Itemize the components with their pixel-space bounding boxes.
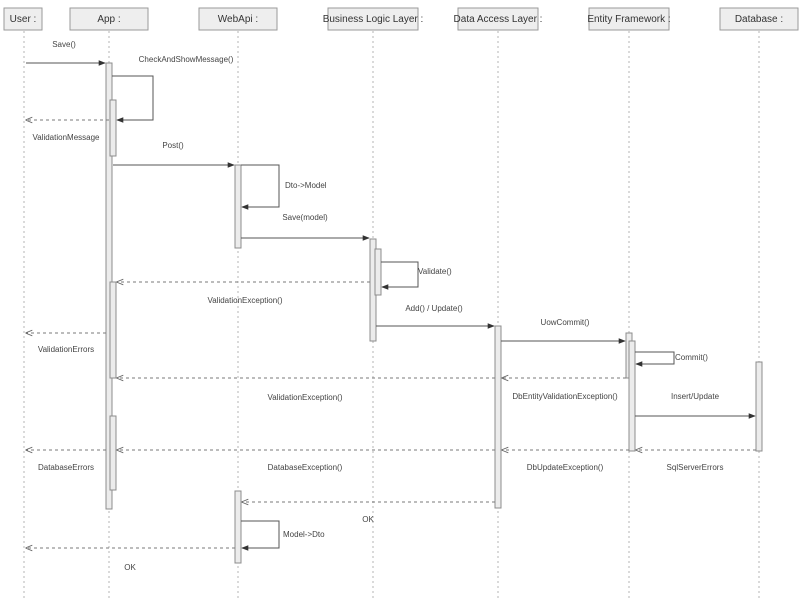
message-dtomodel-label: Dto->Model: [285, 181, 327, 190]
message-dbupdateexception-label: DbUpdateException(): [527, 463, 604, 472]
message-commit-label: Commit(): [675, 353, 708, 362]
activation-bll-validate: [374, 248, 382, 296]
message-commit-arrow: [635, 351, 675, 367]
message-databaseerrors-label: DatabaseErrors: [38, 463, 94, 472]
lifeline-header-ef: Entity Framework :: [587, 7, 671, 31]
message-check-label: CheckAndShowMessage(): [139, 55, 234, 64]
lifeline-headers: User : App : WebApi : Business Logic Lay…: [3, 7, 799, 31]
message-insertupdate-label: Insert/Update: [671, 392, 720, 401]
lifeline-label-webapi: WebApi :: [218, 14, 258, 25]
lifeline-label-ef: Entity Framework :: [587, 14, 670, 25]
message-ok-dal-label: OK: [362, 515, 374, 524]
message-ok-final-label: OK: [124, 563, 136, 572]
lifeline-label-db: Database :: [735, 14, 783, 25]
message-dbentityvalidation-label: DbEntityValidationException(): [512, 392, 618, 401]
message-post-label: Post(): [162, 141, 184, 150]
activation-bars: [105, 62, 763, 564]
message-modeldto-arrow: [241, 520, 280, 551]
message-save-label: Save(): [52, 40, 76, 49]
message-uowcommit-label: UowCommit(): [541, 318, 590, 327]
message-validationerrors-label: ValidationErrors: [38, 345, 94, 354]
activation-dal: [494, 325, 502, 509]
message-sqlservererrors-label: SqlServerErrors: [667, 463, 724, 472]
lifeline-label-app: App :: [97, 14, 120, 25]
message-validationexception2-label: ValidationException(): [267, 393, 342, 402]
lifeline-header-app: App :: [69, 7, 149, 31]
message-check-arrow: [112, 75, 154, 123]
lifeline-label-user: User :: [10, 14, 37, 25]
activation-app-validation: [109, 281, 117, 379]
lifeline-label-dal: Data Access Layer :: [454, 14, 543, 25]
activation-db: [755, 361, 763, 452]
activation-webapi-ok: [234, 490, 242, 564]
activation-ef-commit: [628, 340, 636, 452]
lifeline-header-user: User :: [3, 7, 43, 31]
message-validationexception1-label: ValidationException(): [207, 296, 282, 305]
activation-app-check: [109, 99, 117, 157]
activation-webapi-post: [234, 164, 242, 249]
message-databaseexception-label: DatabaseException(): [268, 463, 343, 472]
lifeline-header-bll: Business Logic Layer :: [323, 7, 424, 31]
messages: Save() CheckAndShowMessage() ValidationM…: [26, 40, 756, 572]
message-validate-arrow: [381, 261, 419, 290]
lifelines: [23, 31, 760, 600]
activation-app-dberror: [109, 415, 117, 491]
message-savemodel-label: Save(model): [282, 213, 328, 222]
lifeline-label-bll: Business Logic Layer :: [323, 14, 424, 25]
message-dtomodel-arrow: [241, 164, 280, 210]
message-addupdate-label: Add() / Update(): [405, 304, 463, 313]
lifeline-header-webapi: WebApi :: [198, 7, 278, 31]
message-modeldto-label: Model->Dto: [283, 530, 325, 539]
message-validate-label: Validate(): [418, 267, 452, 276]
lifeline-header-dal: Data Access Layer :: [454, 7, 543, 31]
message-validationmessage-label: ValidationMessage: [32, 133, 100, 142]
lifeline-header-db: Database :: [719, 7, 799, 31]
